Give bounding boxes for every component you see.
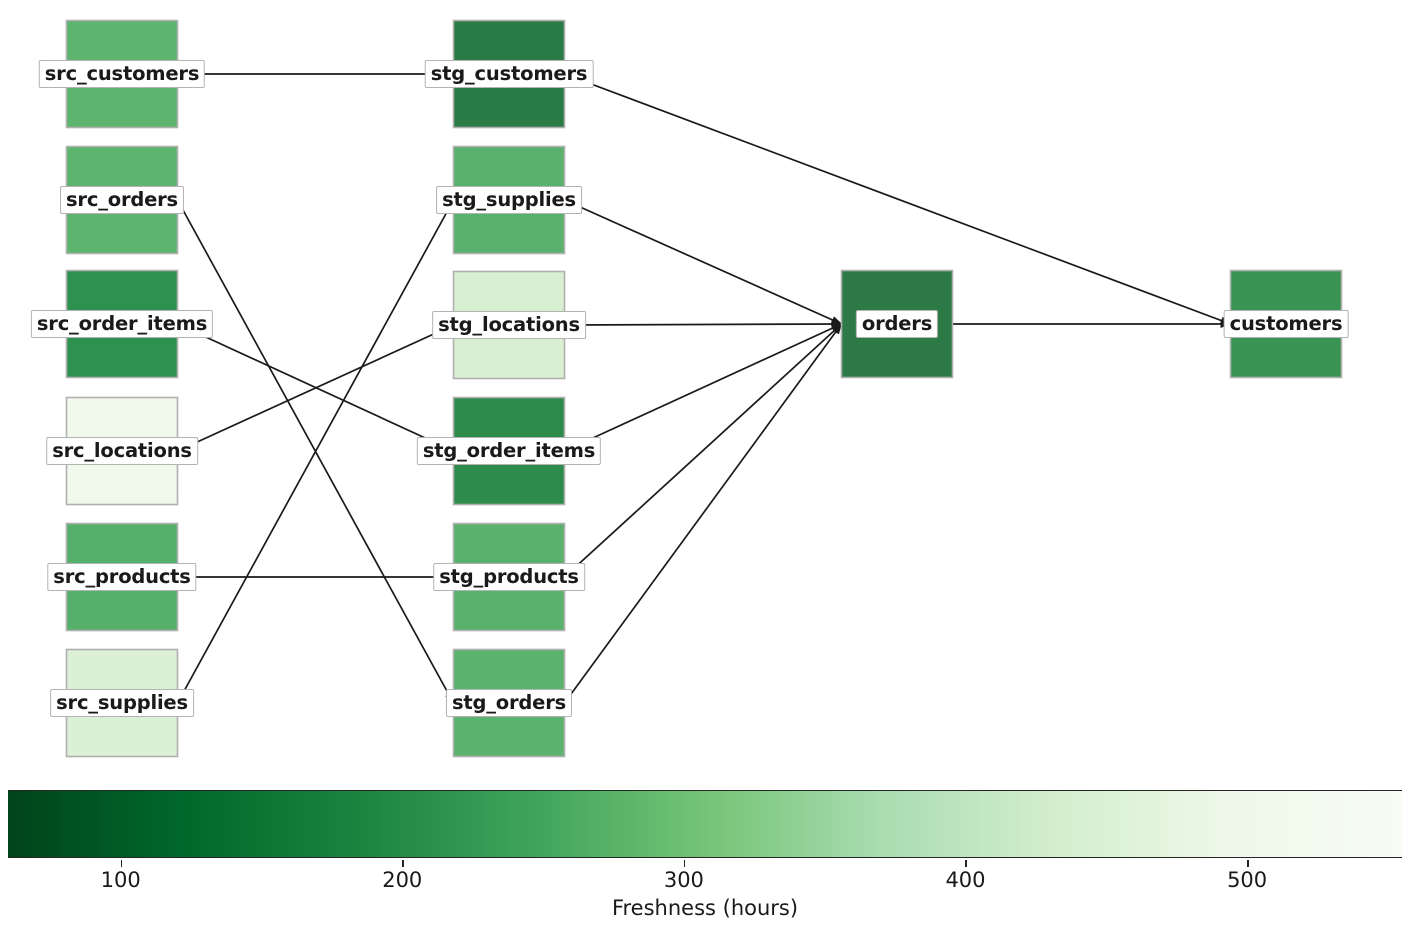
edge-src_supplies-to-stg_supplies <box>176 199 455 704</box>
node-label-stg_order_items[interactable]: stg_order_items <box>416 436 602 466</box>
colorbar-gradient[interactable] <box>8 790 1402 858</box>
node-label-stg_supplies[interactable]: stg_supplies <box>436 185 582 215</box>
node-label-stg_orders[interactable]: stg_orders <box>445 688 573 718</box>
edge-stg_order_items-to-orders <box>564 323 843 452</box>
colorbar-tick-400 <box>965 860 967 867</box>
node-label-src_products[interactable]: src_products <box>47 562 197 592</box>
edge-stg_locations-to-orders <box>564 320 843 329</box>
colorbar-tick-300 <box>683 860 686 867</box>
edge-stg_supplies-to-orders <box>564 199 843 325</box>
node-label-src_customers[interactable]: src_customers <box>38 59 206 89</box>
node-label-stg_products[interactable]: stg_products <box>433 562 585 592</box>
colorbar-tick-label-300: 300 <box>663 868 704 892</box>
node-label-stg_customers[interactable]: stg_customers <box>424 59 594 89</box>
colorbar-tick-label-100: 100 <box>100 868 141 892</box>
node-label-stg_locations[interactable]: stg_locations <box>432 310 586 340</box>
edge-stg_orders-to-orders <box>563 323 843 704</box>
colorbar-tick-label-200: 200 <box>382 868 423 892</box>
colorbar-axis-label: Freshness (hours) <box>611 896 799 920</box>
edge-src_locations-to-stg_locations <box>177 324 455 452</box>
colorbar-tick-100 <box>120 860 123 867</box>
node-label-orders[interactable]: orders <box>855 309 939 339</box>
edges-layer <box>176 73 1232 704</box>
colorbar-tick-label-400: 400 <box>945 868 986 892</box>
node-label-customers[interactable]: customers <box>1223 309 1349 339</box>
node-label-src_orders[interactable]: src_orders <box>60 185 184 215</box>
nodes-layer <box>65 19 1343 758</box>
node-label-src_supplies[interactable]: src_supplies <box>50 688 194 718</box>
lineage-graph-canvas <box>65 19 1343 758</box>
node-label-src_order_items[interactable]: src_order_items <box>30 309 214 339</box>
edge-stg_customers-to-customers <box>564 73 1232 325</box>
colorbar-tick-label-500: 500 <box>1227 868 1268 892</box>
node-label-src_locations[interactable]: src_locations <box>46 436 198 466</box>
colorbar-tick-500 <box>1247 860 1249 867</box>
colorbar-tick-200 <box>402 860 404 867</box>
edge-stg_products-to-orders <box>563 323 843 578</box>
